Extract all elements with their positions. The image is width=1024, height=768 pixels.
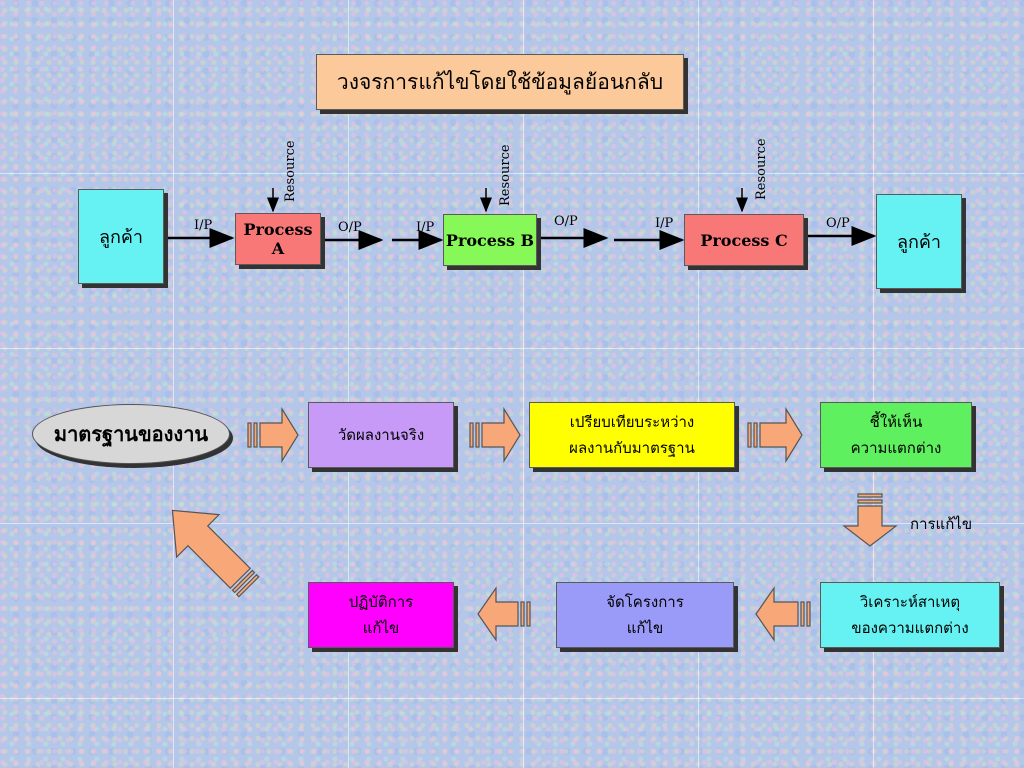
block-arrow-down	[842, 493, 898, 547]
process-a-box: Process A	[235, 213, 321, 265]
plan-line-1: จัดโครงการ	[606, 593, 684, 611]
resource-label-c: Resource	[754, 138, 769, 200]
block-arrow-5	[477, 586, 531, 642]
block-arrow-diagonal	[171, 509, 260, 598]
op-label-a: O/P	[338, 220, 362, 235]
block-arrow-1	[247, 406, 299, 464]
compare-line-2: ผลงานกับมาตรฐาน	[569, 439, 695, 457]
ip-label-b: I/P	[416, 220, 435, 235]
resource-label-a: Resource	[283, 140, 298, 202]
analyze-cause-box: วิเคราะห์สาเหตุ ของความแตกต่าง	[820, 582, 1000, 648]
plan-fix-box: จัดโครงการ แก้ไข	[556, 582, 734, 648]
compare-box: เปรียบเทียบระหว่าง ผลงานกับมาตรฐาน	[529, 402, 735, 468]
ip-label-c: I/P	[655, 216, 674, 231]
process-b-box: Process B	[443, 214, 537, 266]
act-line-2: แก้ไข	[362, 619, 400, 637]
block-arrow-3	[747, 406, 803, 464]
ip-label-a: I/P	[194, 218, 213, 233]
plan-line-2: แก้ไข	[626, 619, 664, 637]
compare-line-1: เปรียบเทียบระหว่าง	[569, 413, 695, 431]
resource-label-b: Resource	[498, 144, 513, 206]
block-arrow-4	[755, 586, 811, 642]
show-difference-box: ชี้ให้เห็น ความแตกต่าง	[820, 402, 972, 468]
block-arrow-2	[469, 406, 521, 464]
customer-right-box: ลูกค้า	[876, 194, 962, 289]
show-line-1: ชี้ให้เห็น	[869, 413, 923, 431]
act-fix-box: ปฏิบัติการ แก้ไข	[308, 582, 454, 648]
customer-left-box: ลูกค้า	[78, 189, 164, 284]
show-line-2: ความแตกต่าง	[850, 439, 942, 457]
process-c-box: Process C	[684, 214, 804, 266]
analyze-line-2: ของความแตกต่าง	[851, 619, 969, 637]
measure-label: วัดผลงานจริง	[337, 426, 425, 444]
analyze-line-1: วิเคราะห์สาเหตุ	[859, 593, 961, 611]
measure-box: วัดผลงานจริง	[308, 402, 454, 468]
standard-oval: มาตรฐานของงาน	[32, 404, 230, 464]
op-label-c: O/P	[826, 216, 850, 231]
fix-label: การแก้ไข	[910, 515, 973, 533]
act-line-1: ปฏิบัติการ	[348, 593, 414, 611]
diagram-title: วงจรการแก้ไขโดยใช้ข้อมูลย้อนกลับ	[316, 54, 684, 110]
op-label-b: O/P	[554, 214, 578, 229]
